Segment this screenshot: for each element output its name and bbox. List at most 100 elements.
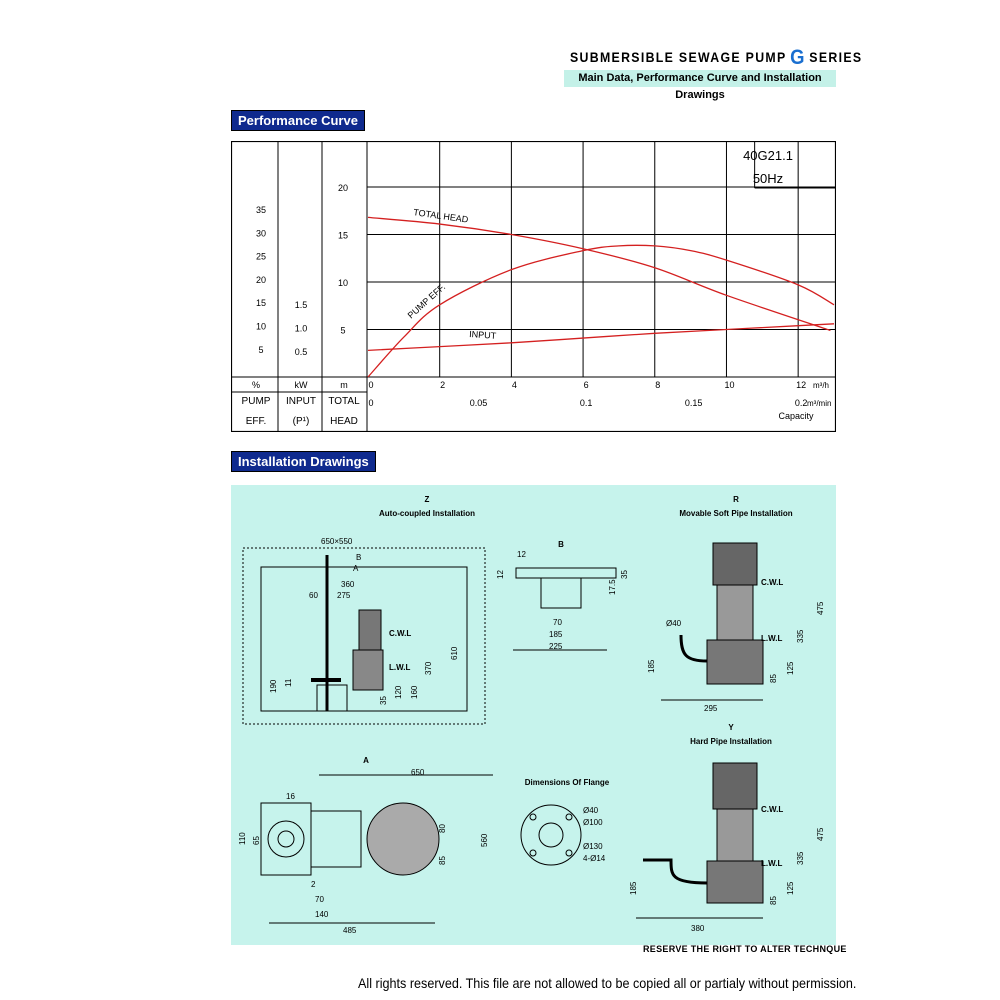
column-tick-label: 5	[340, 326, 345, 336]
flange-bolt-hole	[529, 849, 537, 857]
dim-r-6: 335	[796, 629, 805, 643]
x-tick-label-secondary: 0.15	[685, 398, 703, 408]
drawing-r-soft-pipe: R Movable Soft Pipe Installation C.W.L L…	[647, 495, 825, 713]
flange-bolt-hole	[565, 849, 573, 857]
flange-bolt-hole	[529, 813, 537, 821]
column-unit: m	[340, 380, 348, 390]
drawing-y-title: Hard Pipe Installation	[690, 737, 772, 746]
flange-outer	[520, 804, 582, 866]
drawing-a-plan: A 650 16 110 65 80 85 560 2 70 140 485	[238, 756, 493, 935]
dim-z-5: 60	[309, 591, 318, 600]
dim-z-cwl: C.W.L	[389, 629, 411, 638]
a-outlet-flange	[267, 820, 305, 858]
column-tick-label: 20	[256, 275, 266, 285]
dim-b-6: 185	[549, 630, 563, 639]
dim-y-8: 380	[691, 924, 705, 933]
column-label: EFF.	[246, 416, 267, 427]
x-tick-label-secondary: 0.2	[795, 398, 808, 408]
column-unit: %	[252, 380, 260, 390]
chart-model: 40G21.1	[743, 148, 793, 163]
installation-drawings: Z Auto-coupled Installation 650×550 B A …	[238, 495, 825, 935]
x-tick-label: 0	[368, 380, 373, 390]
column-tick-label: 5	[258, 345, 263, 355]
dim-flange-2: Ø100	[583, 818, 603, 827]
column-tick-label: 25	[256, 252, 266, 262]
soft-pipe	[679, 634, 708, 663]
dim-y-cwl: C.W.L	[761, 805, 783, 814]
a-pump-top	[366, 802, 440, 876]
dim-b-2: 12	[496, 570, 505, 579]
drawing-z-title: Auto-coupled Installation	[379, 509, 475, 518]
series-letter: G	[790, 46, 806, 69]
pump-y-motor	[712, 762, 758, 810]
dim-y-4: 475	[816, 827, 825, 841]
performance-section-label: Performance Curve	[231, 110, 365, 131]
series-line	[367, 323, 835, 352]
column-tick-label: 10	[338, 278, 348, 288]
x-tick-label: 12	[796, 380, 806, 390]
drawing-a-title: A	[363, 756, 369, 765]
column-label: HEAD	[330, 416, 358, 427]
dim-z-9: 610	[450, 646, 459, 660]
x-unit-secondary: m³/min	[807, 399, 831, 408]
dim-a-11: 485	[343, 926, 357, 935]
chart-curves	[367, 216, 835, 378]
dim-b-4: 17.5	[608, 579, 617, 595]
dim-y-3: 185	[629, 881, 638, 895]
dim-z-15: 160	[410, 685, 419, 699]
column-tick-label: 10	[256, 322, 266, 332]
series-suffix: SERIES	[809, 49, 863, 65]
subtitle-bar: Main Data, Performance Curve and Install…	[564, 70, 836, 101]
dim-b-7: 225	[549, 642, 563, 651]
pump-r-motor	[712, 542, 758, 586]
x-axis-label: Capacity	[778, 411, 814, 421]
dim-a-3: 110	[238, 832, 247, 845]
dim-a-4: 65	[252, 836, 261, 845]
x-tick-label-secondary: 0.1	[580, 398, 593, 408]
drawing-y-code: Y	[728, 723, 734, 732]
drawing-b-title: B	[558, 540, 564, 549]
dim-flange-3: Ø130	[583, 842, 603, 851]
drawing-y-hard-pipe: Y Hard Pipe Installation C.W.L L.W.L 185…	[629, 723, 825, 933]
performance-chart: 40G21.150Hz3530252015105%PUMPEFF.1.51.00…	[231, 141, 836, 432]
dim-r-7: 125	[786, 661, 795, 675]
x-tick-label: 4	[512, 380, 517, 390]
drawing-z-code: Z	[425, 495, 430, 504]
dim-r-cwl: C.W.L	[761, 578, 783, 587]
dim-y-6: 125	[786, 881, 795, 895]
column-tick-label: 35	[256, 205, 266, 215]
pump-z	[358, 609, 382, 651]
dim-flange-4: 4-Ø14	[583, 854, 606, 863]
pit-inner	[260, 566, 468, 712]
installation-drawings-panel: Z Auto-coupled Installation 650×550 B A …	[231, 485, 836, 945]
a-coupling	[310, 810, 362, 868]
dim-a-5: 80	[438, 824, 447, 833]
dim-b-1: 12	[517, 550, 526, 559]
dim-z-11: 190	[269, 679, 278, 693]
column-tick-label: 15	[338, 231, 348, 241]
pump-r-body	[716, 584, 754, 641]
chart-labels: 40G21.150Hz3530252015105%PUMPEFF.1.51.00…	[242, 148, 832, 427]
column-tick-label: 30	[256, 228, 266, 238]
b-rail	[540, 577, 582, 609]
chart-grid	[231, 141, 836, 432]
hard-pipe	[643, 858, 708, 885]
dim-a-2: 16	[286, 792, 295, 801]
dim-a-1: 650	[411, 768, 425, 777]
pump-y-volute	[706, 860, 764, 904]
x-tick-label: 10	[724, 380, 734, 390]
dim-z-13: 35	[379, 696, 388, 705]
dim-a-9: 70	[315, 895, 324, 904]
dim-b-3: 35	[620, 570, 629, 579]
reserve-note: RESERVE THE RIGHT TO ALTER TECHNQUE	[643, 944, 847, 954]
column-tick-label: 20	[338, 183, 348, 193]
dim-a-6: 85	[438, 856, 447, 865]
column-label: TOTAL	[328, 396, 360, 407]
dim-y-7: 85	[769, 896, 778, 905]
b-bracket	[515, 567, 617, 579]
base-z	[316, 684, 348, 712]
column-tick-label: 0.5	[295, 347, 308, 357]
dim-z-6: 275	[337, 591, 351, 600]
flange-bolt-hole	[565, 813, 573, 821]
